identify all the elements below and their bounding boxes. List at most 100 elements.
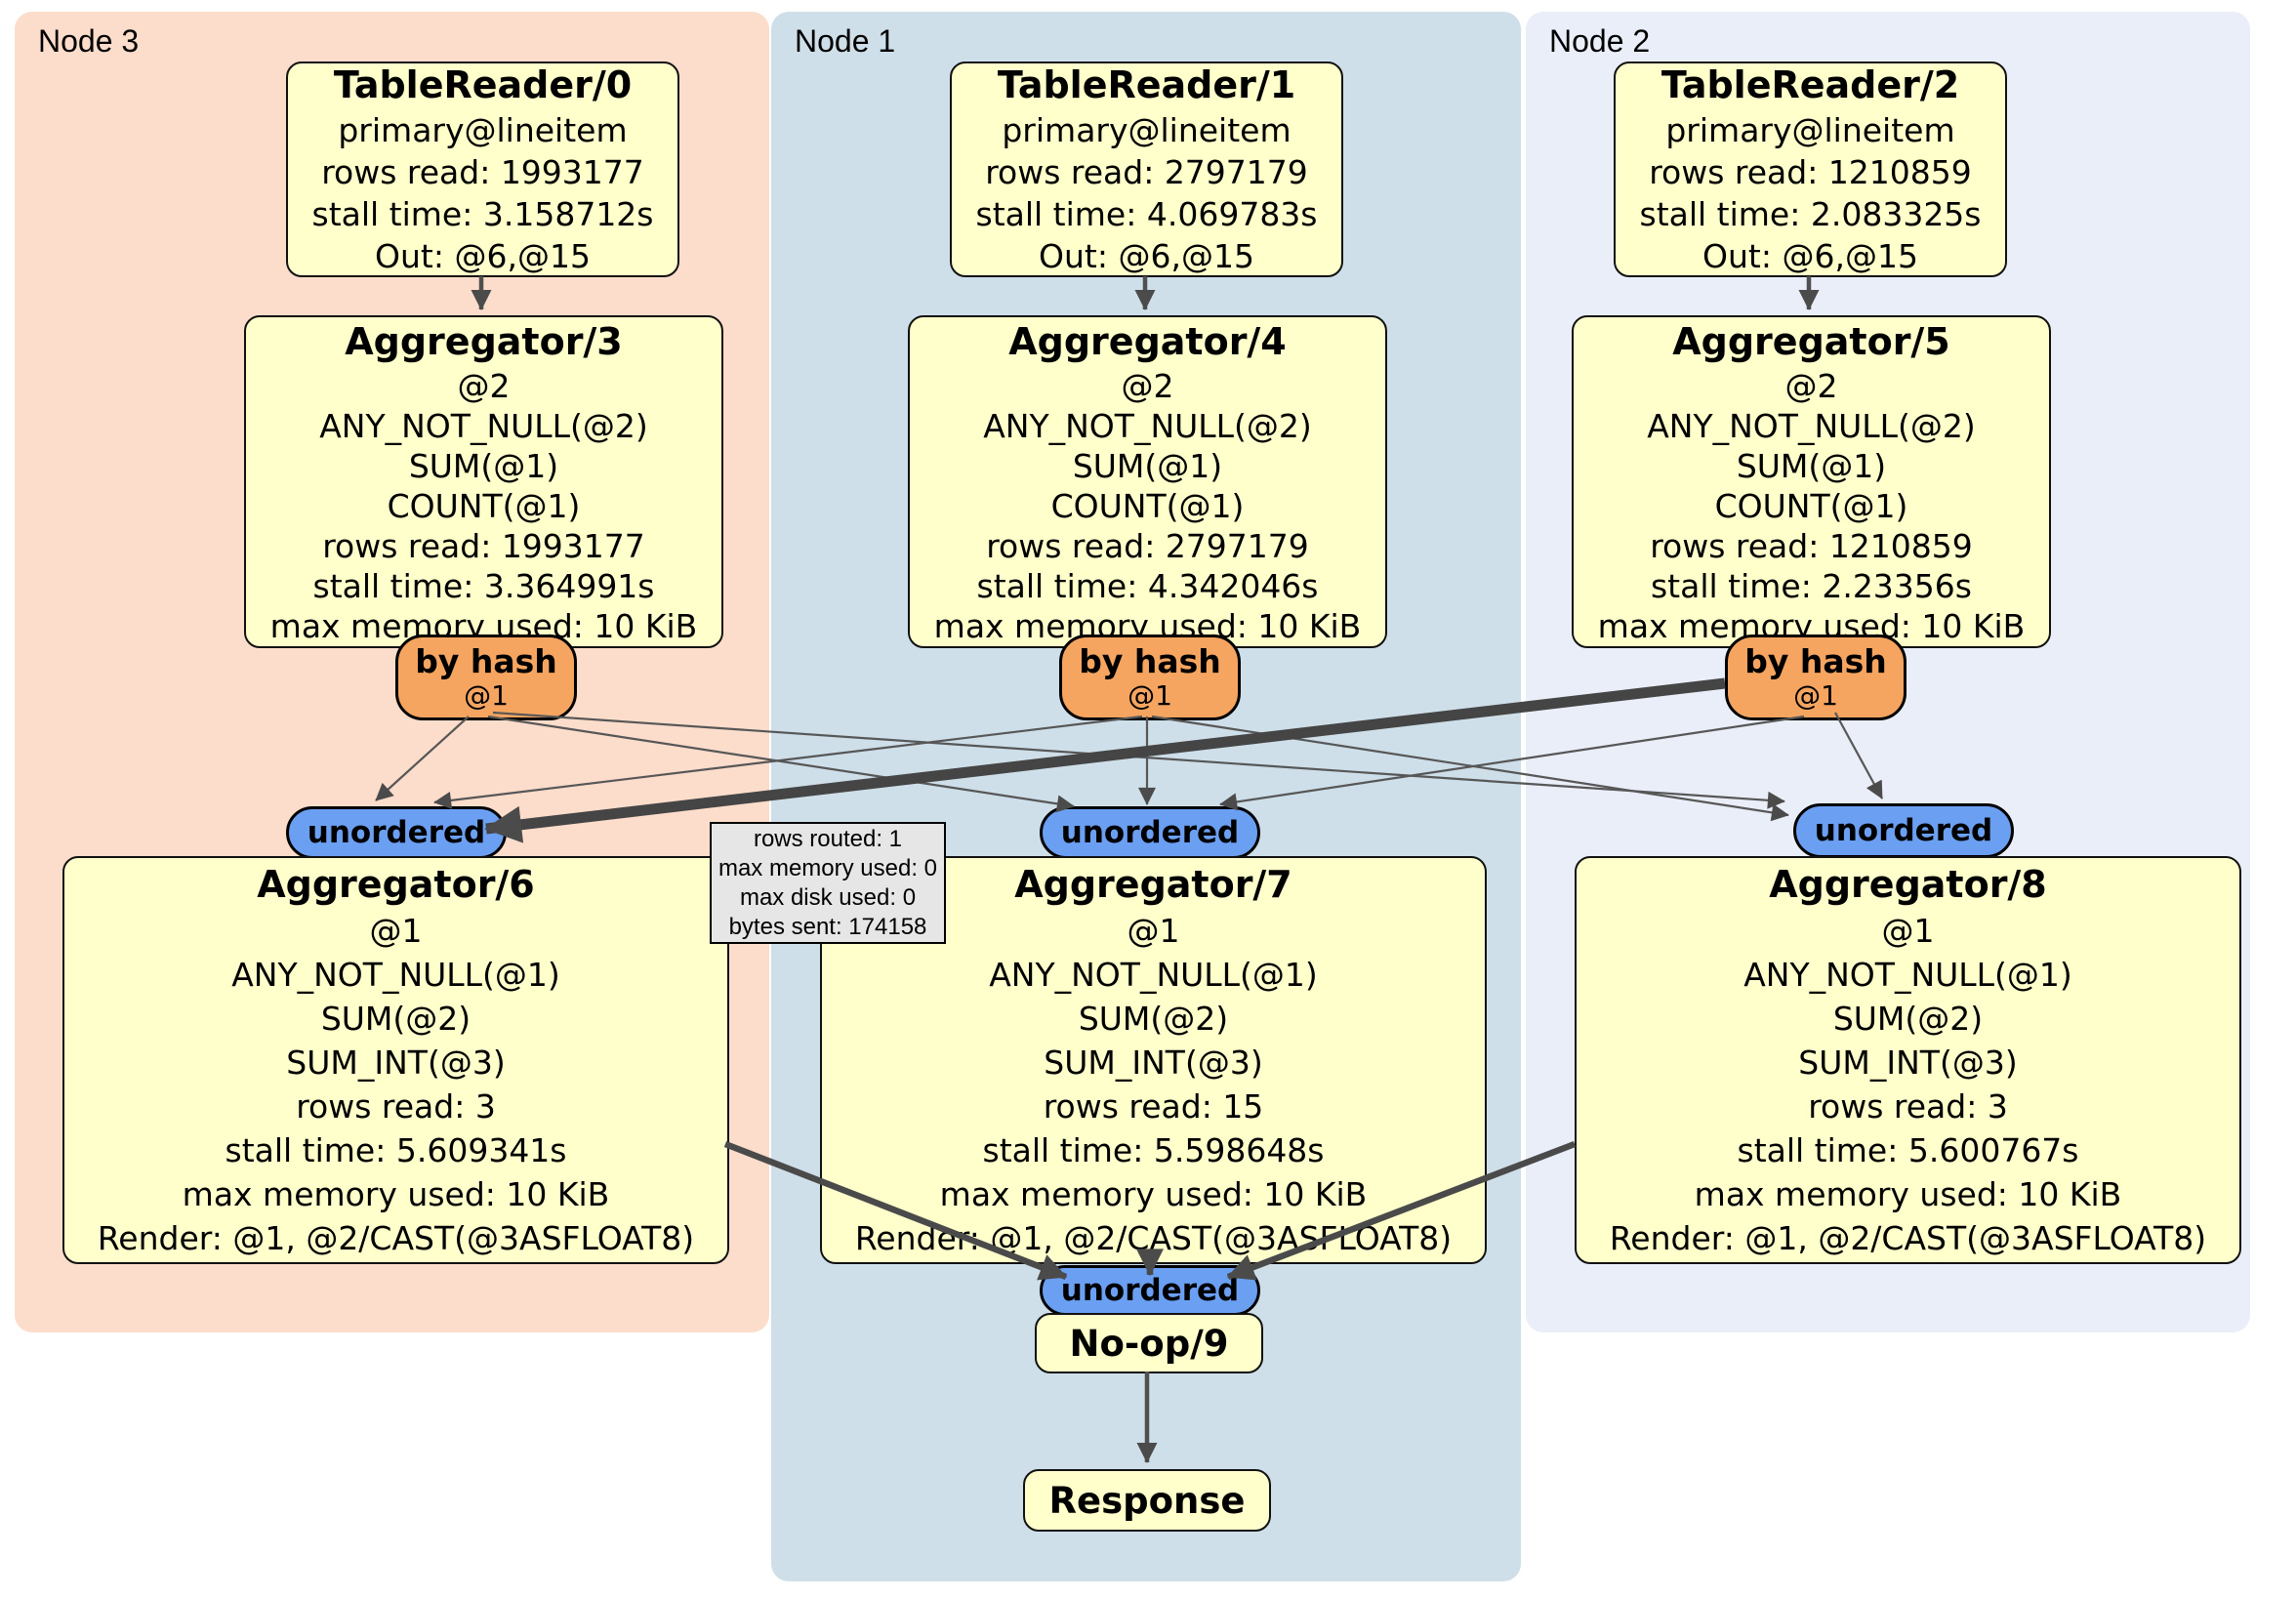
router-hash3[interactable]: by hash @1 bbox=[395, 635, 577, 720]
text-line: COUNT(@1) bbox=[1714, 486, 1908, 525]
text-line: stall time: 3.364991s bbox=[312, 566, 655, 605]
processor-title: Aggregator/8 bbox=[1769, 862, 2047, 906]
text-line: bytes sent: 174158 bbox=[728, 913, 927, 940]
processor-title: Aggregator/7 bbox=[1014, 862, 1292, 906]
text-line: Render: @1, @2/CAST(@3ASFLOAT8) bbox=[854, 1218, 1453, 1257]
sync-label: unordered bbox=[1814, 813, 1993, 848]
processor-title: TableReader/1 bbox=[997, 63, 1296, 106]
processor-title: Aggregator/5 bbox=[1672, 319, 1950, 363]
text-line: stall time: 5.609341s bbox=[225, 1130, 567, 1169]
text-line: stall time: 2.23356s bbox=[1650, 566, 1972, 605]
sync-unordered6[interactable]: unordered bbox=[286, 806, 507, 859]
processor-noop9[interactable]: No-op/9 bbox=[1035, 1313, 1263, 1373]
processor-title: Aggregator/4 bbox=[1008, 319, 1287, 363]
text-line: rows read: 2797179 bbox=[985, 153, 1308, 191]
text-line: stall time: 5.598648s bbox=[982, 1130, 1325, 1169]
processor-title: Aggregator/6 bbox=[257, 862, 535, 906]
sync-label: unordered bbox=[1060, 1273, 1240, 1308]
processor-tablereader2[interactable]: TableReader/2 primary@lineitem rows read:… bbox=[1614, 61, 2007, 277]
text-line: rows read: 1210859 bbox=[1649, 153, 1972, 191]
text-line: COUNT(@1) bbox=[1050, 486, 1245, 525]
router-hash4[interactable]: by hash @1 bbox=[1059, 635, 1241, 720]
sync-unordered7[interactable]: unordered bbox=[1040, 806, 1260, 859]
region-node1-label: Node 1 bbox=[795, 23, 896, 59]
text-line: stall time: 3.158712s bbox=[311, 195, 654, 233]
text-line: stall time: 5.600767s bbox=[1737, 1130, 2079, 1169]
text-line: @2 bbox=[457, 366, 511, 405]
text-line: Out: @6,@15 bbox=[1702, 237, 1918, 275]
text-line: max memory used: 10 KiB bbox=[1694, 1174, 2122, 1213]
text-line: Render: @1, @2/CAST(@3ASFLOAT8) bbox=[1609, 1218, 2207, 1257]
sync-unordered8[interactable]: unordered bbox=[1793, 803, 2014, 858]
processor-title: TableReader/2 bbox=[1660, 63, 1960, 106]
sync-label: unordered bbox=[1060, 815, 1240, 850]
text-line: ANY_NOT_NULL(@2) bbox=[319, 406, 648, 445]
text-line: rows read: 3 bbox=[296, 1086, 496, 1126]
text-line: rows read: 3 bbox=[1808, 1086, 2008, 1126]
processor-title: Aggregator/3 bbox=[345, 319, 623, 363]
text-line: ANY_NOT_NULL(@1) bbox=[231, 955, 560, 994]
text-line: SUM(@1) bbox=[408, 446, 559, 485]
processor-response[interactable]: Response bbox=[1023, 1469, 1271, 1532]
text-line: @1 bbox=[1881, 911, 1935, 950]
text-line: max memory used: 10 KiB bbox=[182, 1174, 610, 1213]
text-line: primary@lineitem bbox=[1002, 111, 1292, 149]
region-node3-label: Node 3 bbox=[38, 23, 140, 59]
text-line: rows read: 1210859 bbox=[1650, 526, 1973, 565]
region-node2-label: Node 2 bbox=[1549, 23, 1651, 59]
router-label: by hash bbox=[415, 642, 557, 680]
text-line: SUM_INT(@3) bbox=[286, 1043, 506, 1082]
text-line: Render: @1, @2/CAST(@3ASFLOAT8) bbox=[97, 1218, 695, 1257]
text-line: stall time: 4.069783s bbox=[975, 195, 1318, 233]
text-line: max disk used: 0 bbox=[739, 883, 917, 911]
text-line: SUM(@1) bbox=[1736, 446, 1887, 485]
text-line: SUM(@2) bbox=[320, 999, 472, 1038]
text-line: stall time: 4.342046s bbox=[976, 566, 1319, 605]
text-line: @2 bbox=[1121, 366, 1174, 405]
processor-title: TableReader/0 bbox=[333, 63, 633, 106]
text-line: Out: @6,@15 bbox=[375, 237, 591, 275]
text-line: max memory used: 10 KiB bbox=[939, 1174, 1368, 1213]
text-line: ANY_NOT_NULL(@2) bbox=[1647, 406, 1976, 445]
text-line: SUM_INT(@3) bbox=[1798, 1043, 2018, 1082]
processor-tablereader1[interactable]: TableReader/1 primary@lineitem rows read:… bbox=[950, 61, 1343, 277]
text-line: primary@lineitem bbox=[338, 111, 628, 149]
text-line: rows read: 2797179 bbox=[986, 526, 1309, 565]
router-hash5[interactable]: by hash @1 bbox=[1725, 635, 1906, 720]
text-line: ANY_NOT_NULL(@1) bbox=[989, 955, 1318, 994]
text-line: SUM(@2) bbox=[1832, 999, 1984, 1038]
processor-title: No-op/9 bbox=[1069, 1322, 1229, 1365]
router-detail: @1 bbox=[1793, 679, 1838, 712]
sync-unordered9[interactable]: unordered bbox=[1040, 1265, 1260, 1316]
text-line: primary@lineitem bbox=[1665, 111, 1955, 149]
text-line: stall time: 2.083325s bbox=[1639, 195, 1982, 233]
text-line: rows read: 1993177 bbox=[322, 526, 645, 565]
router-label: by hash bbox=[1079, 642, 1221, 680]
text-line: Out: @6,@15 bbox=[1039, 237, 1254, 275]
processor-tablereader0[interactable]: TableReader/0 primary@lineitem rows read:… bbox=[286, 61, 679, 277]
text-line: rows read: 1993177 bbox=[321, 153, 644, 191]
text-line: SUM(@2) bbox=[1078, 999, 1229, 1038]
processor-lines: primary@lineitem rows read: 2797179 stall … bbox=[976, 109, 1318, 277]
text-line: @2 bbox=[1784, 366, 1838, 405]
processor-lines: primary@lineitem rows read: 1993177 stall … bbox=[312, 109, 654, 277]
text-line: ANY_NOT_NULL(@1) bbox=[1743, 955, 2072, 994]
sync-label: unordered bbox=[307, 815, 486, 850]
router-detail: @1 bbox=[1128, 679, 1172, 712]
text-line: rows read: 15 bbox=[1043, 1086, 1264, 1126]
text-line: COUNT(@1) bbox=[387, 486, 581, 525]
